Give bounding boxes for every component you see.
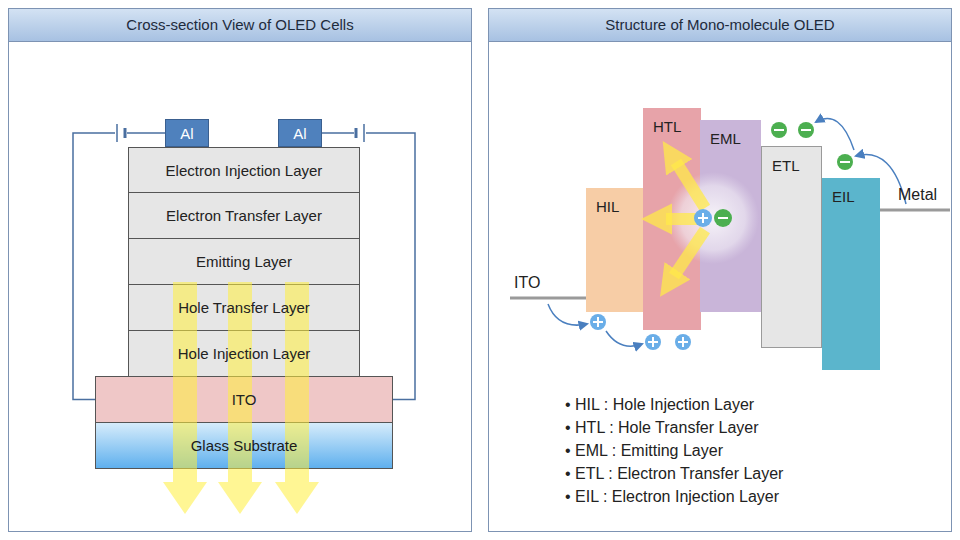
layer-band: Electron Transfer Layer	[128, 192, 360, 239]
layer-label: Al	[293, 125, 306, 142]
electrode-label: Metal	[898, 186, 937, 204]
layer-label: Electron Injection Layer	[166, 162, 323, 179]
electrode-box: Al	[165, 119, 209, 147]
layer-label: ITO	[232, 391, 257, 408]
energy-level-box: ETL	[761, 146, 822, 348]
abbreviation-note: • HIL : Hole Injection Layer	[565, 396, 754, 414]
battery-symbol	[115, 123, 127, 143]
abbreviation-note: • EIL : Electron Injection Layer	[565, 488, 779, 506]
layer-label: Electron Transfer Layer	[166, 207, 322, 224]
layer-band: Emitting Layer	[128, 238, 360, 285]
electrode-box: Al	[278, 119, 322, 147]
abbreviation-note: • EML : Emitting Layer	[565, 442, 723, 460]
layer-label: Hole Transfer Layer	[178, 299, 310, 316]
panel-title: Cross-section View of OLED Cells	[9, 9, 471, 42]
layer-label: Al	[180, 125, 193, 142]
abbreviation-note: • HTL : Hole Transfer Layer	[565, 419, 759, 437]
layer-label: EML	[710, 130, 741, 147]
energy-level-box: HIL	[586, 188, 643, 312]
layer-label: HIL	[596, 198, 619, 215]
layer-band: Electron Injection Layer	[128, 147, 360, 193]
layer-label: Emitting Layer	[196, 253, 292, 270]
exciton-glow	[667, 172, 759, 264]
panel-title: Structure of Mono-molecule OLED	[489, 9, 951, 42]
abbreviation-note: • ETL : Electron Transfer Layer	[565, 465, 783, 483]
energy-level-box: EIL	[822, 178, 880, 370]
layer-label: HTL	[653, 118, 681, 135]
layer-label: Glass Substrate	[191, 437, 298, 454]
layer-label: Hole Injection Layer	[178, 345, 311, 362]
electrode-label: ITO	[514, 274, 540, 292]
layer-label: EIL	[832, 188, 855, 205]
panel: Cross-section View of OLED CellsAl AlElec…	[8, 8, 472, 532]
layer-label: ETL	[772, 157, 800, 174]
metal-line	[880, 209, 950, 212]
battery-symbol	[354, 123, 366, 143]
light-arrow	[163, 282, 319, 514]
ito-line	[510, 297, 586, 300]
